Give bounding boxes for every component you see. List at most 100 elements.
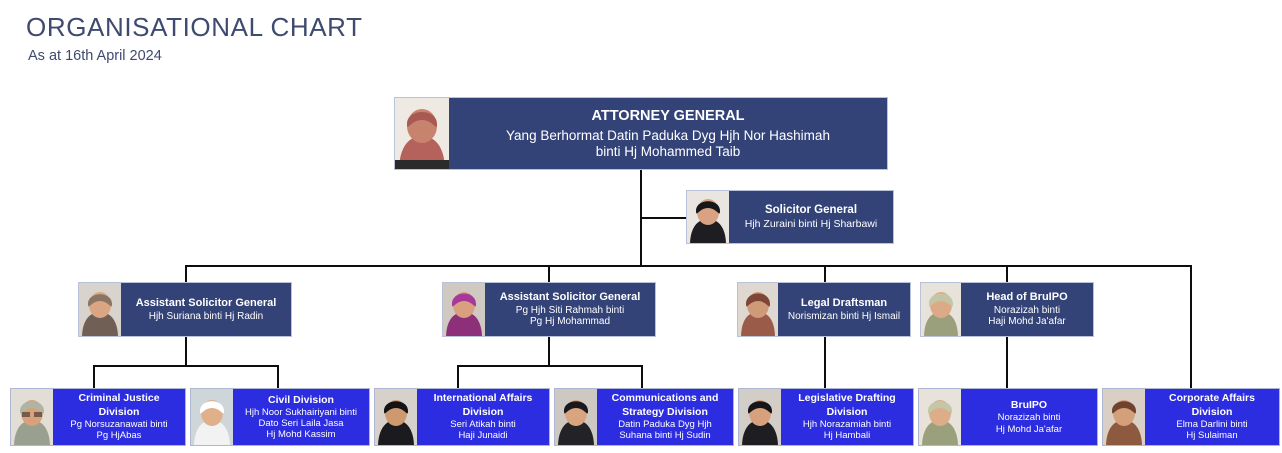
node-person-head-of-bruipo-line1: Norazizah binti — [993, 304, 1061, 316]
connector-ag-to-solicitor-general — [640, 217, 686, 219]
node-civil-division[interactable]: Civil Division Hjh Noor Sukhairiyani bin… — [190, 388, 370, 446]
node-text-head-of-bruipo: Head of BruIPO Norazizah binti Haji Mohd… — [961, 291, 1093, 329]
node-person-international-affairs-division-line2: Haji Junaidi — [458, 430, 508, 442]
portrait-icon — [395, 98, 449, 169]
portrait-icon — [11, 389, 53, 445]
node-text-legal-draftsman: Legal Draftsman Norismizan binti Hj Isma… — [778, 297, 910, 323]
node-role-head-of-bruipo: Head of BruIPO — [986, 290, 1068, 303]
portrait-icon — [921, 283, 961, 336]
node-text-corporate-affairs-division: Corporate Affairs Division Elma Darlini … — [1145, 392, 1279, 441]
avatar-assistant-solicitor-general-2 — [443, 283, 485, 336]
node-person-assistant-solicitor-general-2-line1: Pg Hjh Siti Rahmah binti — [515, 304, 625, 316]
node-person-bruipo-division-line2: Hj Mohd Ja'afar — [995, 423, 1063, 435]
node-text-criminal-justice-division: Criminal Justice Division Pg Norsuzanawa… — [53, 392, 185, 441]
node-person-attorney-general-line1: Yang Berhormat Datin Paduka Dyg Hjh Nor … — [506, 127, 830, 143]
node-person-head-of-bruipo-line2: Haji Mohd Ja'afar — [988, 316, 1066, 328]
node-role-solicitor-general: Solicitor General — [764, 203, 858, 216]
avatar-bruipo-division — [919, 389, 961, 445]
connector-bus-to-asg-2 — [548, 265, 550, 282]
node-person-attorney-general-line2: binti Hj Mohammed Taib — [595, 143, 741, 159]
node-text-assistant-solicitor-general-1: Assistant Solicitor General Hjh Suriana … — [121, 297, 291, 323]
node-text-international-affairs-division: International Affairs Division Seri Atik… — [417, 392, 549, 441]
node-person-assistant-solicitor-general-1: Hjh Suriana binti Hj Radin — [148, 310, 264, 322]
connector-main-bus — [185, 265, 1191, 267]
node-person-corporate-affairs-division-line2: Hj Sulaiman — [1186, 430, 1238, 442]
avatar-assistant-solicitor-general-1 — [79, 283, 121, 336]
node-corporate-affairs-division[interactable]: Corporate Affairs Division Elma Darlini … — [1102, 388, 1280, 446]
node-role-attorney-general: ATTORNEY GENERAL — [591, 107, 745, 124]
node-communications-and-strategy-division[interactable]: Communications and Strategy Division Dat… — [554, 388, 734, 446]
node-bruipo-division[interactable]: BruIPO Norazizah binti Hj Mohd Ja'afar — [918, 388, 1098, 446]
portrait-icon — [738, 283, 778, 336]
connector-bus-to-head-bruipo — [1006, 265, 1008, 282]
node-person-civil-division-line2: Dato Seri Laila Jasa — [258, 418, 344, 430]
node-person-criminal-justice-division-line1: Pg Norsuzanawati binti — [70, 419, 168, 431]
connector-asg1-to-civil — [277, 365, 279, 388]
connector-asg2-down — [548, 337, 550, 365]
avatar-civil-division — [191, 389, 233, 445]
node-person-legislative-drafting-division-line1: Hjh Norazamiah binti — [802, 419, 892, 431]
node-person-solicitor-general: Hjh Zuraini binti Hj Sharbawi — [744, 218, 878, 231]
connector-asg1-to-criminal-justice — [93, 365, 95, 388]
node-role-communications-and-strategy-division-line1: Communications and — [611, 392, 719, 405]
avatar-head-of-bruipo — [921, 283, 961, 336]
node-role-corporate-affairs-division-line1: Corporate Affairs — [1169, 392, 1255, 405]
node-text-solicitor-general: Solicitor General Hjh Zuraini binti Hj S… — [729, 204, 893, 231]
connector-asg2-to-communications — [641, 365, 643, 388]
node-role-criminal-justice-division-line2: Division — [98, 405, 140, 418]
node-text-assistant-solicitor-general-2: Assistant Solicitor General Pg Hjh Siti … — [485, 291, 655, 329]
node-role-corporate-affairs-division-line2: Division — [1191, 405, 1233, 418]
node-criminal-justice-division[interactable]: Criminal Justice Division Pg Norsuzanawa… — [10, 388, 186, 446]
portrait-icon — [443, 283, 485, 336]
node-legislative-drafting-division[interactable]: Legislative Drafting Division Hjh Noraza… — [738, 388, 914, 446]
avatar-solicitor-general — [687, 191, 729, 243]
avatar-attorney-general — [395, 98, 449, 169]
portrait-icon — [919, 389, 961, 445]
node-person-bruipo-division-line1: Norazizah binti — [997, 412, 1061, 424]
portrait-icon — [79, 283, 121, 336]
node-person-communications-and-strategy-division-line2: Suhana binti Hj Sudin — [619, 430, 711, 442]
node-role-bruipo-division: BruIPO — [1010, 399, 1048, 412]
node-assistant-solicitor-general-1[interactable]: Assistant Solicitor General Hjh Suriana … — [78, 282, 292, 337]
node-legal-draftsman[interactable]: Legal Draftsman Norismizan binti Hj Isma… — [737, 282, 911, 337]
node-text-legislative-drafting-division: Legislative Drafting Division Hjh Noraza… — [781, 392, 913, 441]
node-person-criminal-justice-division-line2: Pg HjAbas — [96, 430, 142, 442]
node-role-legislative-drafting-division-line1: Legislative Drafting — [798, 392, 896, 405]
page-title: ORGANISATIONAL CHART — [26, 12, 363, 42]
portrait-icon — [555, 389, 597, 445]
node-attorney-general[interactable]: ATTORNEY GENERAL Yang Berhormat Datin Pa… — [394, 97, 888, 170]
node-person-legal-draftsman: Norismizan binti Hj Ismail — [787, 310, 901, 322]
avatar-international-affairs-division — [375, 389, 417, 445]
node-role-communications-and-strategy-division-line2: Strategy Division — [622, 405, 708, 418]
node-role-criminal-justice-division-line1: Criminal Justice — [78, 392, 160, 405]
node-text-attorney-general: ATTORNEY GENERAL Yang Berhormat Datin Pa… — [449, 108, 887, 160]
node-person-assistant-solicitor-general-2-line2: Pg Hj Mohammad — [529, 316, 611, 328]
node-international-affairs-division[interactable]: International Affairs Division Seri Atik… — [374, 388, 550, 446]
portrait-icon — [1103, 389, 1145, 445]
node-head-of-bruipo[interactable]: Head of BruIPO Norazizah binti Haji Mohd… — [920, 282, 1094, 337]
portrait-icon — [739, 389, 781, 445]
node-role-international-affairs-division-line2: Division — [462, 405, 504, 418]
node-solicitor-general[interactable]: Solicitor General Hjh Zuraini binti Hj S… — [686, 190, 894, 244]
avatar-criminal-justice-division — [11, 389, 53, 445]
connector-asg2-bus — [457, 365, 643, 367]
node-role-legal-draftsman: Legal Draftsman — [800, 296, 888, 309]
node-role-international-affairs-division-line1: International Affairs — [433, 392, 533, 405]
connector-bus-to-corporate-affairs — [1190, 265, 1192, 388]
portrait-icon — [375, 389, 417, 445]
avatar-communications-and-strategy-division — [555, 389, 597, 445]
node-text-communications-and-strategy-division: Communications and Strategy Division Dat… — [597, 392, 733, 441]
node-person-corporate-affairs-division-line1: Elma Darlini binti — [1176, 419, 1248, 431]
node-person-communications-and-strategy-division-line1: Datin Paduka Dyg Hjh — [618, 419, 712, 431]
node-text-civil-division: Civil Division Hjh Noor Sukhairiyani bin… — [233, 394, 369, 441]
connector-asg1-down — [185, 337, 187, 365]
node-person-civil-division-line3: Hj Mohd Kassim — [266, 429, 336, 441]
node-role-assistant-solicitor-general-2: Assistant Solicitor General — [499, 290, 641, 303]
node-assistant-solicitor-general-2[interactable]: Assistant Solicitor General Pg Hjh Siti … — [442, 282, 656, 337]
avatar-legislative-drafting-division — [739, 389, 781, 445]
connector-bus-to-legal-draftsman — [824, 265, 826, 282]
portrait-icon — [687, 191, 729, 243]
connector-asg2-to-international-affairs — [457, 365, 459, 388]
node-text-bruipo-division: BruIPO Norazizah binti Hj Mohd Ja'afar — [961, 399, 1097, 435]
node-role-legislative-drafting-division-line2: Division — [826, 405, 868, 418]
